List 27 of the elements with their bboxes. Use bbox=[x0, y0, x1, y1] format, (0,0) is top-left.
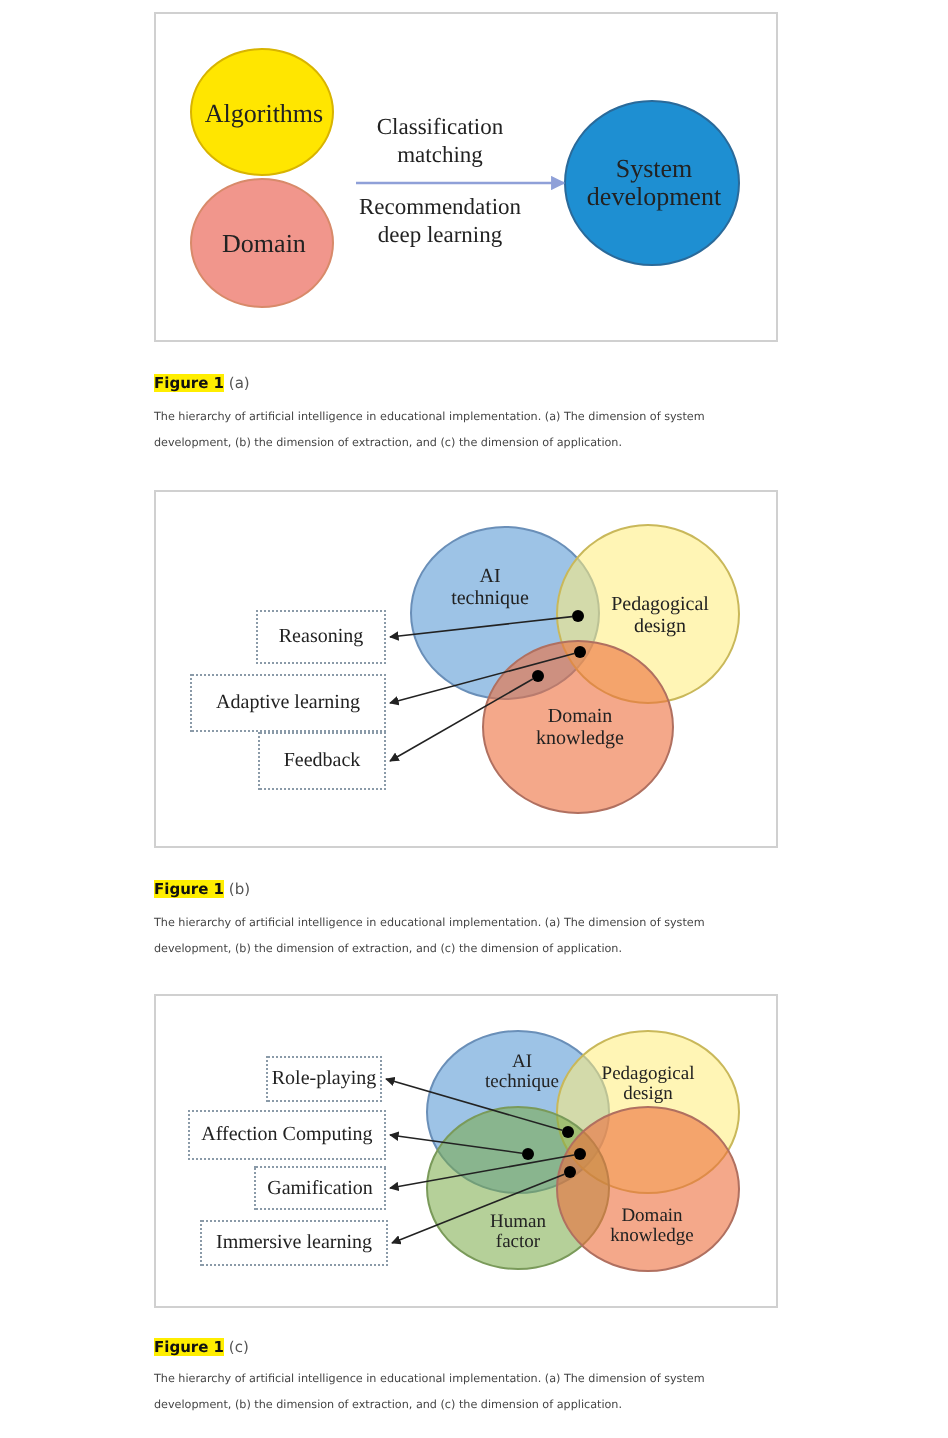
leader-arrow bbox=[356, 175, 566, 191]
leader-arrow bbox=[389, 615, 573, 641]
circle-label: Pedagogical design bbox=[609, 594, 711, 638]
circle-label: Domain bbox=[220, 229, 308, 259]
arrow-label: Recommendation deep learning bbox=[356, 196, 524, 252]
circle-label: AI technique bbox=[449, 566, 531, 610]
dotted-box: Affection Computing bbox=[188, 1110, 386, 1160]
dotted-box: Reasoning bbox=[256, 610, 386, 664]
leader-arrow bbox=[389, 652, 575, 706]
leader-arrow bbox=[389, 1154, 575, 1192]
circle-label: System development bbox=[584, 155, 724, 213]
dotted-box: Adaptive learning bbox=[190, 674, 386, 732]
leader-arrow bbox=[389, 678, 534, 762]
leader-arrow bbox=[389, 1131, 523, 1154]
leader-arrow bbox=[391, 1173, 566, 1245]
dotted-box: Gamification bbox=[254, 1166, 386, 1210]
circle-label: Domain knowledge bbox=[534, 706, 626, 750]
circle-label: Human factor bbox=[488, 1213, 548, 1255]
dotted-box: Feedback bbox=[258, 732, 386, 790]
leader-arrow bbox=[385, 1076, 564, 1132]
dotted-box: Immersive learning bbox=[200, 1220, 388, 1266]
circle-label: Domain knowledge bbox=[608, 1207, 696, 1249]
circle-label: Algorithms bbox=[202, 99, 326, 129]
circle-label: AI technique bbox=[483, 1053, 561, 1095]
dotted-box: Role-playing bbox=[266, 1056, 382, 1102]
arrow-label: Classification matching bbox=[374, 116, 506, 172]
circle-label: Pedagogical design bbox=[599, 1065, 697, 1107]
